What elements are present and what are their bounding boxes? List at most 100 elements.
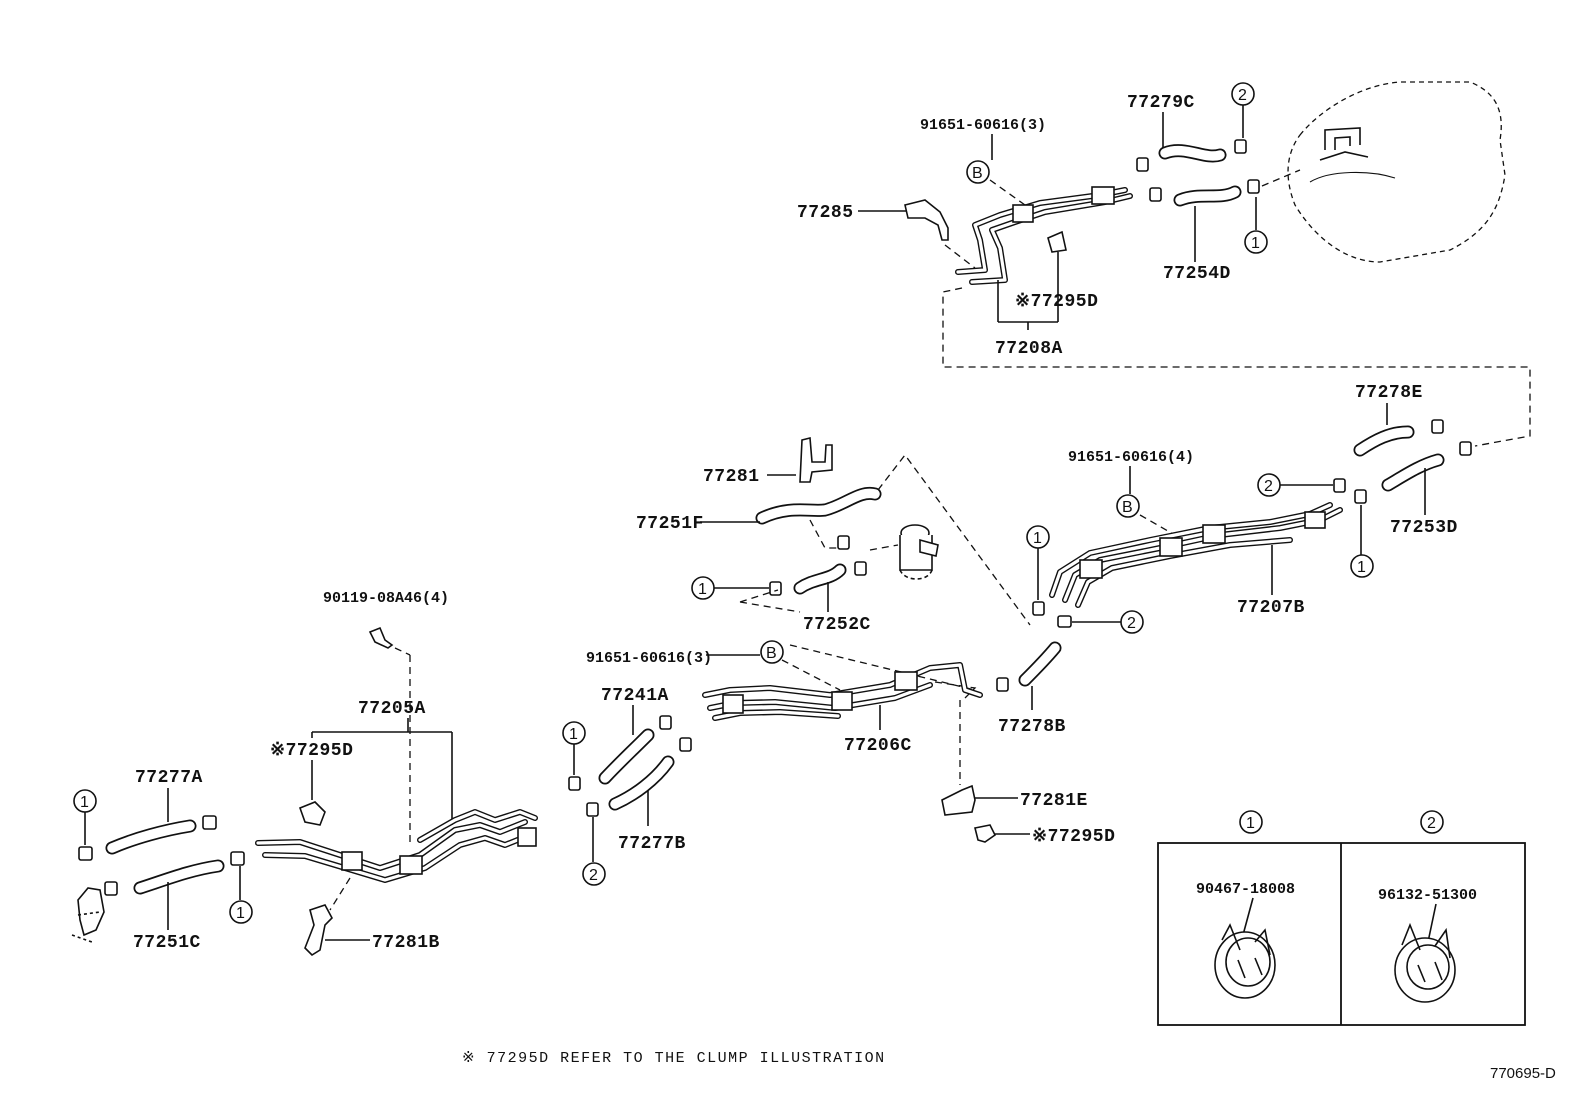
hose-77254D bbox=[1173, 185, 1242, 207]
footnote: ※ 77295D REFER TO THE CLUMP ILLUSTRATION bbox=[462, 1050, 886, 1067]
label-77277A: 77277A bbox=[135, 768, 203, 788]
label-77295D-top: ※77295D bbox=[1015, 292, 1098, 312]
clip bbox=[1136, 157, 1149, 172]
clip bbox=[568, 776, 581, 791]
callout-b-top: B bbox=[966, 160, 990, 184]
pipe-77206C bbox=[702, 662, 983, 721]
clamp-77295D bbox=[1047, 230, 1067, 253]
clip-legend: 1 2 90467-18008 96132-51300 bbox=[1157, 810, 1526, 1026]
clip bbox=[769, 581, 782, 596]
callout-2-right-mid: 2 bbox=[1120, 610, 1144, 634]
hose-77278E bbox=[1353, 425, 1415, 457]
hose-77279C bbox=[1158, 144, 1227, 163]
svg-text:B: B bbox=[766, 645, 777, 662]
vapor-canister bbox=[899, 524, 939, 580]
callout-1-top: 1 bbox=[1244, 230, 1268, 254]
svg-text:1: 1 bbox=[698, 581, 707, 598]
clip bbox=[78, 846, 93, 861]
fuel-tank bbox=[1287, 81, 1506, 263]
svg-text:2: 2 bbox=[1238, 87, 1247, 104]
label-91651-60616-mid: 91651-60616(3) bbox=[586, 650, 712, 667]
label-77278E: 77278E bbox=[1355, 383, 1423, 403]
hose-77277A bbox=[105, 819, 197, 855]
clip bbox=[837, 535, 850, 550]
clamp-77295D-right bbox=[974, 824, 997, 843]
hose-77253D bbox=[1381, 453, 1445, 492]
label-77241A: 77241A bbox=[601, 686, 669, 706]
callout-b-mid: B bbox=[760, 640, 784, 664]
callout-1-right-mid: 1 bbox=[1026, 525, 1050, 549]
pipe-77208A bbox=[955, 186, 1133, 285]
dashed-connector bbox=[942, 287, 1531, 447]
label-77251F: 77251F bbox=[636, 514, 704, 534]
clip bbox=[202, 815, 217, 830]
label-77285: 77285 bbox=[797, 203, 854, 223]
clip bbox=[679, 737, 692, 752]
svg-text:1: 1 bbox=[1251, 235, 1260, 252]
clip bbox=[996, 677, 1009, 692]
svg-text:1: 1 bbox=[80, 794, 89, 811]
pipe-77207B bbox=[1049, 502, 1343, 608]
callout-1-left-bottom: 1 bbox=[229, 900, 253, 924]
label-77295D-left: ※77295D bbox=[270, 741, 353, 761]
hose-77252C bbox=[793, 563, 847, 595]
clip bbox=[1354, 489, 1367, 504]
clip bbox=[1459, 441, 1472, 456]
svg-text:B: B bbox=[1122, 499, 1133, 516]
label-77251C: 77251C bbox=[133, 933, 201, 953]
diagram-code: 770695-D bbox=[1490, 1065, 1556, 1082]
svg-text:2: 2 bbox=[589, 867, 598, 884]
clip bbox=[1032, 601, 1045, 616]
label-77205A: 77205A bbox=[358, 699, 426, 719]
label-77207B: 77207B bbox=[1237, 598, 1305, 618]
callout-2-left-mid: 2 bbox=[582, 862, 606, 886]
callout-1-center: 1 bbox=[691, 576, 715, 600]
label-77281: 77281 bbox=[703, 467, 760, 487]
bracket-77285 bbox=[904, 199, 949, 241]
callout-b-right: B bbox=[1116, 494, 1140, 518]
label-77206C: 77206C bbox=[844, 736, 912, 756]
label-77277B: 77277B bbox=[618, 834, 686, 854]
svg-text:1: 1 bbox=[1246, 815, 1255, 832]
dashed-leader bbox=[989, 179, 1026, 206]
hose-clip-type-2 bbox=[1394, 922, 1456, 1003]
svg-text:B: B bbox=[972, 165, 983, 182]
label-77253D: 77253D bbox=[1390, 518, 1458, 538]
fuel-filter bbox=[71, 887, 105, 943]
bracket-77281 bbox=[799, 436, 833, 483]
svg-text:1: 1 bbox=[1357, 559, 1366, 576]
svg-text:2: 2 bbox=[1264, 478, 1273, 495]
label-77252C: 77252C bbox=[803, 615, 871, 635]
clip bbox=[1057, 615, 1072, 628]
callout-1-left-mid: 1 bbox=[562, 721, 586, 745]
clamp-77295D-left bbox=[298, 801, 326, 826]
legend-part-90467-18008: 90467-18008 bbox=[1196, 881, 1295, 898]
label-77281E: 77281E bbox=[1020, 791, 1088, 811]
clip bbox=[586, 802, 599, 817]
callout-2-right: 2 bbox=[1257, 473, 1281, 497]
clip bbox=[230, 851, 245, 866]
svg-text:2: 2 bbox=[1127, 615, 1136, 632]
callout-1-right: 1 bbox=[1350, 554, 1374, 578]
bracket-77281E bbox=[941, 784, 976, 816]
hose-77277B bbox=[608, 755, 675, 811]
svg-text:2: 2 bbox=[1427, 815, 1436, 832]
label-77278B: 77278B bbox=[998, 717, 1066, 737]
label-77254D: 77254D bbox=[1163, 264, 1231, 284]
bolt-90119 bbox=[368, 626, 394, 649]
label-77295D-right: ※77295D bbox=[1032, 827, 1115, 847]
hose-clip-type-1 bbox=[1214, 923, 1276, 999]
clip bbox=[104, 881, 118, 896]
svg-text:1: 1 bbox=[236, 905, 245, 922]
svg-text:1: 1 bbox=[1033, 530, 1042, 547]
hose-77241A bbox=[598, 728, 655, 785]
label-91651-60616-top: 91651-60616(3) bbox=[920, 117, 1046, 134]
legend-callout-1: 1 bbox=[1239, 810, 1263, 834]
pipe-77205A bbox=[255, 809, 538, 883]
label-77279C: 77279C bbox=[1127, 93, 1195, 113]
clip bbox=[1149, 187, 1162, 202]
label-90119-08A46: 90119-08A46(4) bbox=[323, 590, 449, 607]
svg-text:1: 1 bbox=[569, 726, 578, 743]
label-77208A: 77208A bbox=[995, 339, 1063, 359]
